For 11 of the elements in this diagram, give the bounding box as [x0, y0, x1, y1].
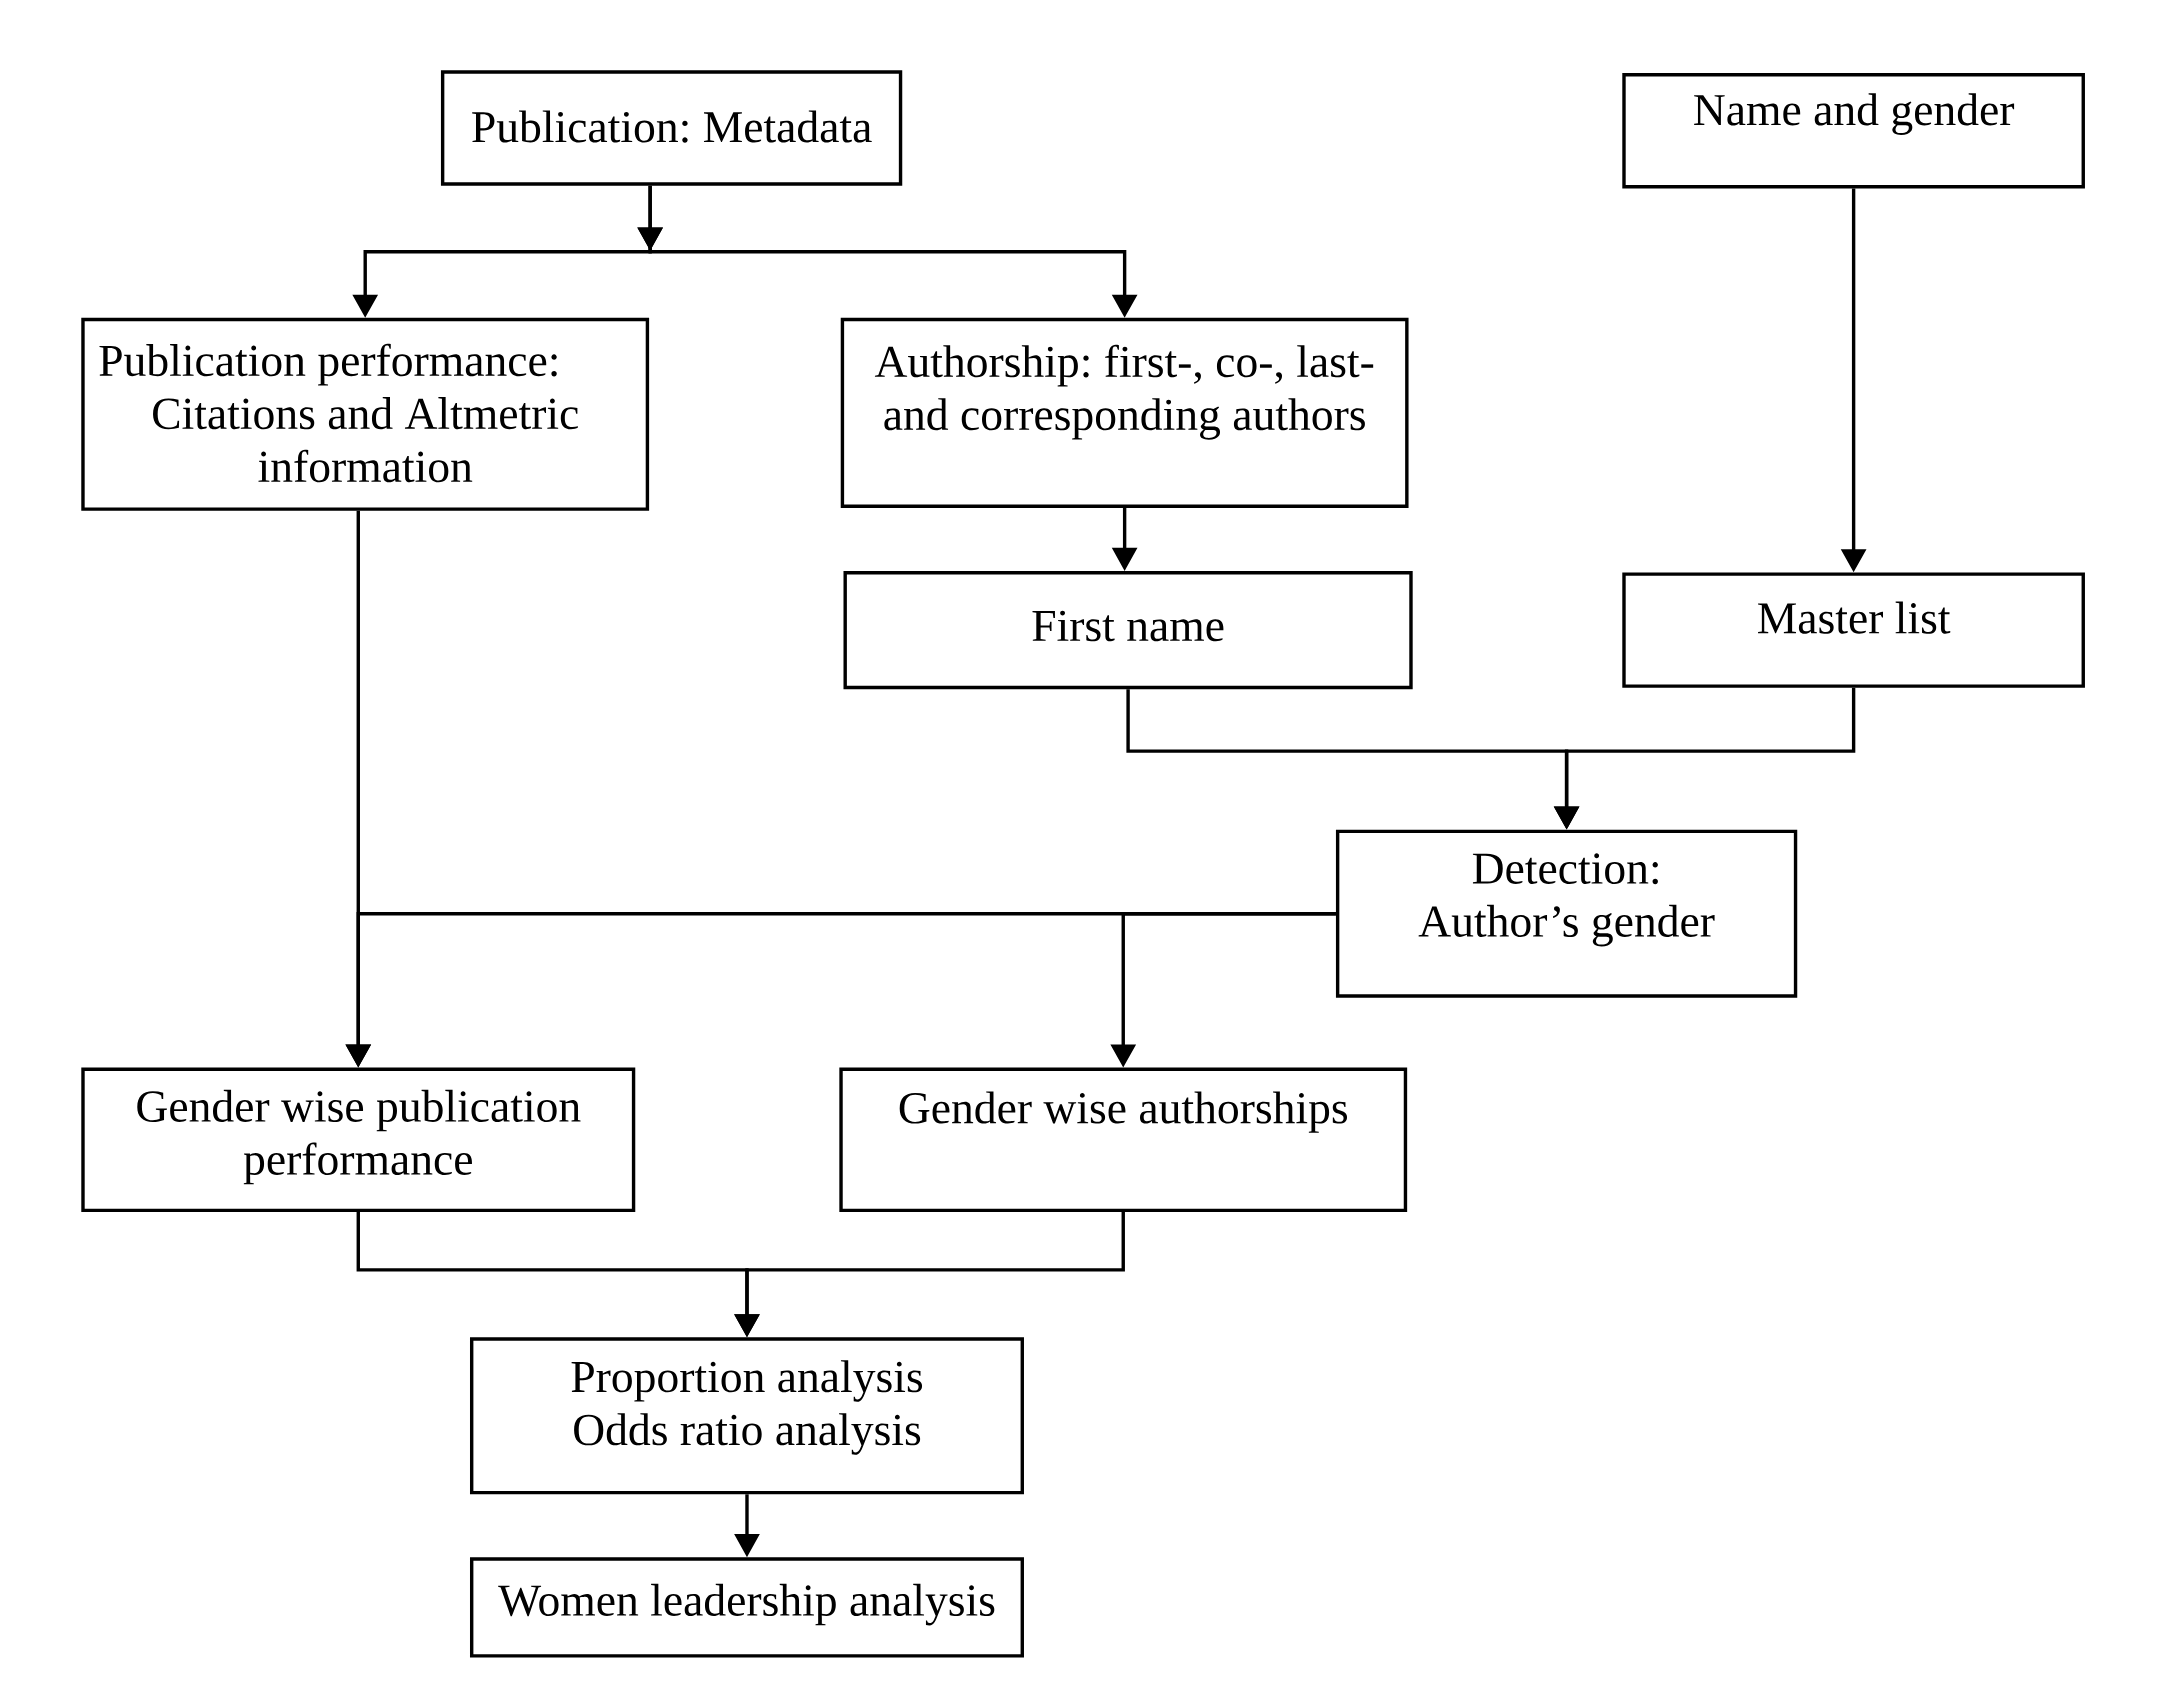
process-box: Gender wise authorships — [839, 1067, 1408, 1213]
process-box: Name and gender — [1622, 73, 2085, 189]
process-box: Women leadership analysis — [470, 1557, 1024, 1658]
process-box: Gender wise publication performance — [81, 1067, 636, 1213]
process-box: Master list — [1622, 572, 2085, 688]
process-box: First name — [843, 571, 1413, 690]
process-box: Publication: Metadata — [440, 70, 903, 186]
process-box: Publication performance: Citations and Altmetric information — [81, 317, 650, 511]
process-box: Proportion analysis Odds ratio analysis — [470, 1337, 1024, 1495]
process-box: Authorship: first-, co-, last- and corresponding authors — [840, 317, 1409, 508]
process-box: Detection: Author’s gender — [1335, 829, 1798, 998]
